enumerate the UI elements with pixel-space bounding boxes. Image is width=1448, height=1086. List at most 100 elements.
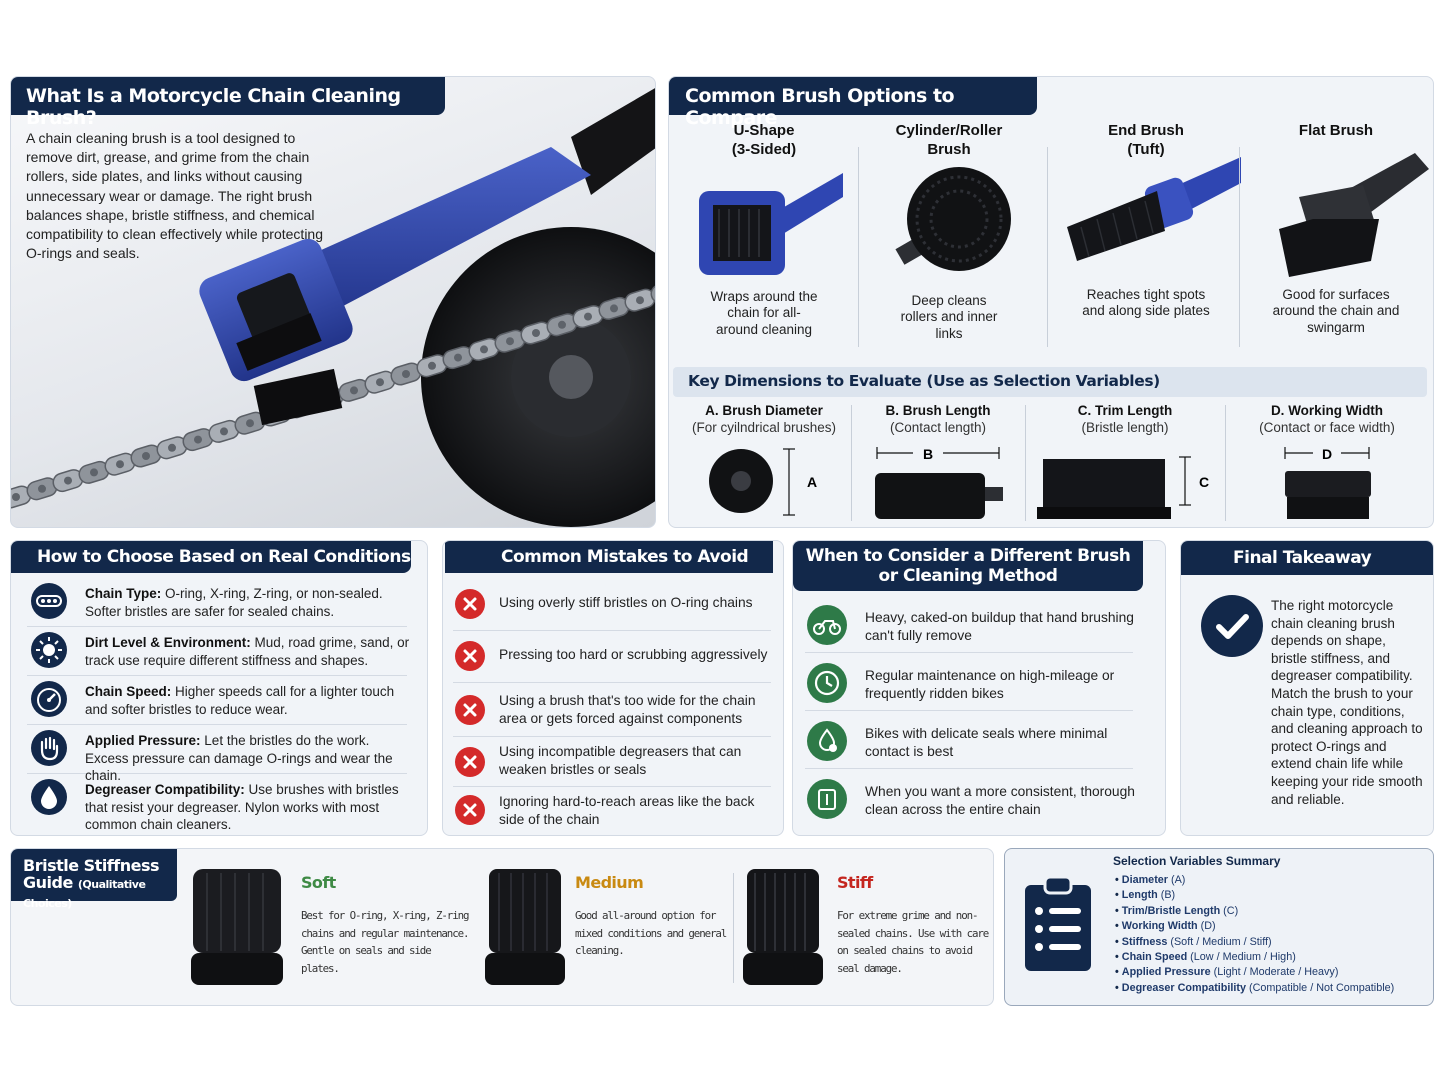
condition-desc: Higher speeds call for a lighter touch a… bbox=[85, 684, 395, 717]
condition-desc: O-ring, X-ring, Z-ring, or non-sealed. S… bbox=[85, 586, 383, 619]
dirt-icon bbox=[31, 632, 67, 668]
chain-icon bbox=[31, 583, 67, 619]
stiffness-stiff: Stiff For extreme grime and non-sealed c… bbox=[741, 849, 993, 1005]
option-desc: Wraps around the chain for all-around cl… bbox=[710, 289, 818, 337]
condition-label: Dirt Level & Environment: bbox=[85, 635, 251, 650]
dimension-name: A. Brush Diameter bbox=[705, 403, 823, 418]
alternatives-panel: When to Consider a Different Brush or Cl… bbox=[792, 540, 1166, 836]
stiffness-name: Medium bbox=[575, 873, 644, 892]
chain-pin bbox=[142, 452, 150, 460]
stiff-brush-icon bbox=[743, 869, 823, 985]
summary-item: Diameter (A) bbox=[1115, 873, 1394, 888]
chain-pin bbox=[428, 361, 436, 370]
consistency-icon bbox=[807, 779, 847, 819]
condition-label: Degreaser Compatibility: bbox=[85, 782, 245, 797]
stiffness-title-sub: (Qualitative Choices) bbox=[23, 878, 146, 910]
divider bbox=[1225, 405, 1226, 521]
cylinder-brush-icon bbox=[895, 167, 1011, 271]
end-brush-icon bbox=[1067, 157, 1241, 261]
chain-pin bbox=[168, 443, 176, 452]
alternatives-title: When to Consider a Different Brush or Cl… bbox=[793, 541, 1143, 591]
condition-label: Chain Speed: bbox=[85, 684, 172, 699]
medium-brush-icon bbox=[485, 869, 565, 985]
dimension-letter: A bbox=[807, 474, 817, 490]
diameter-diagram-icon: A bbox=[709, 448, 817, 516]
condition-item: Applied Pressure: Let the bristles do th… bbox=[27, 726, 407, 783]
speedometer-icon bbox=[31, 681, 67, 717]
summary-panel: Selection Variables Summary Diameter (A)… bbox=[1004, 848, 1434, 1006]
dimension-sub: (Bristle length) bbox=[1081, 420, 1169, 435]
condition-item: Chain Speed: Higher speeds call for a li… bbox=[27, 677, 407, 725]
summary-item: Length (B) bbox=[1115, 888, 1394, 903]
chain-pin bbox=[506, 337, 514, 346]
mistake-item: Using overly stiff bristles on O-ring ch… bbox=[453, 579, 771, 631]
condition-item: Dirt Level & Environment: Mud, road grim… bbox=[27, 628, 409, 676]
mistake-text: Using overly stiff bristles on O-ring ch… bbox=[499, 595, 753, 610]
conditions-title: How to Choose Based on Real Conditions bbox=[11, 541, 411, 573]
dimension-sub: (Contact or face width) bbox=[1259, 420, 1395, 435]
stiffness-panel: Bristle Stiffness Guide (Qualitative Cho… bbox=[10, 848, 994, 1006]
x-mark-icon bbox=[455, 695, 485, 725]
condition-text: Dirt Level & Environment: Mud, road grim… bbox=[85, 634, 415, 669]
divider bbox=[1047, 147, 1048, 347]
option-desc: Reaches tight spots and along side plate… bbox=[1082, 287, 1210, 319]
summary-item: Trim/Bristle Length (C) bbox=[1115, 904, 1394, 919]
chain-pin bbox=[246, 419, 254, 428]
stiffness-soft: Soft Best for O-ring, X-ring, Z-ring cha… bbox=[187, 849, 487, 1005]
intro-panel: What Is a Motorcycle Chain Cleaning Brus… bbox=[10, 76, 656, 528]
alternative-item: Bikes with delicate seals where minimal … bbox=[805, 713, 1133, 769]
mistake-text: Ignoring hard-to-reach areas like the ba… bbox=[499, 794, 755, 827]
chain-brush-photo bbox=[11, 88, 655, 527]
condition-text: Applied Pressure: Let the bristles do th… bbox=[85, 732, 415, 785]
chain-pin bbox=[12, 493, 20, 501]
chain-pin bbox=[90, 468, 98, 477]
takeaway-text: The right motorcycle chain cleaning brus… bbox=[1271, 598, 1423, 807]
drop-icon bbox=[31, 779, 67, 815]
chain-pin bbox=[636, 296, 644, 305]
mistake-text: Using incompatible degreasers that can w… bbox=[499, 744, 742, 777]
option-flat-brush: Flat Brush Good for surfaces around the … bbox=[1243, 121, 1429, 351]
mistake-item: Pressing too hard or scrubbing aggressiv… bbox=[453, 631, 771, 683]
condition-text: Chain Type: O-ring, X-ring, Z-ring, or n… bbox=[85, 585, 415, 620]
clock-icon bbox=[807, 663, 847, 703]
chain-pin bbox=[454, 353, 462, 362]
option-name: Flat Brush bbox=[1298, 122, 1374, 139]
mistakes-title: Common Mistakes to Avoid bbox=[445, 541, 773, 573]
stiffness-name: Soft bbox=[301, 873, 336, 892]
mistake-item: Using a brush that's too wide for the ch… bbox=[453, 683, 771, 737]
brush-options-panel: Common Brush Options to Compare U-Shape … bbox=[668, 76, 1434, 528]
condition-label: Chain Type: bbox=[85, 586, 162, 601]
option-desc: Deep cleans rollers and inner links bbox=[900, 293, 998, 341]
chain-pin bbox=[402, 370, 410, 378]
intro-text: A chain cleaning brush is a tool designe… bbox=[26, 130, 324, 262]
x-mark-icon bbox=[455, 641, 485, 671]
alternative-text: Heavy, caked-on buildup that hand brushi… bbox=[865, 610, 1134, 643]
stiffness-desc: Good all-around option for mixed conditi… bbox=[575, 909, 727, 957]
dimension-sub: (For cyilndrical brushes) bbox=[691, 420, 837, 435]
condition-item: Chain Type: O-ring, X-ring, Z-ring, or n… bbox=[27, 579, 407, 627]
flat-brush-icon bbox=[1279, 153, 1429, 277]
trim-diagram-icon: C bbox=[1037, 456, 1209, 519]
mistake-item: Ignoring hard-to-reach areas like the ba… bbox=[453, 787, 771, 835]
alternative-text: Bikes with delicate seals where minimal … bbox=[865, 726, 1108, 759]
x-mark-icon bbox=[455, 747, 485, 777]
divider bbox=[851, 405, 852, 521]
stiffness-desc: Best for O-ring, X-ring, Z-ring chains a… bbox=[301, 909, 470, 975]
brush-options-title: Common Brush Options to Compare bbox=[669, 77, 1037, 129]
chain-pin bbox=[610, 304, 618, 313]
clipboard-icon bbox=[1025, 875, 1091, 971]
intro-title: What Is a Motorcycle Chain Cleaning Brus… bbox=[11, 77, 445, 129]
chain-pin bbox=[584, 312, 592, 321]
summary-item: Degreaser Compatibility (Compatible / No… bbox=[1115, 981, 1394, 996]
dimension-trim: C. Trim Length (Bristle length) C bbox=[1027, 403, 1223, 523]
stiffness-name: Stiff bbox=[837, 873, 873, 892]
soft-brush-icon bbox=[191, 869, 283, 985]
u-shape-brush-icon bbox=[699, 173, 843, 275]
dimension-name: B. Brush Length bbox=[885, 403, 991, 418]
takeaway-title: Final Takeaway bbox=[1181, 541, 1433, 575]
condition-desc: Mud, road grime, sand, or track use requ… bbox=[85, 635, 410, 668]
conditions-panel: How to Choose Based on Real Conditions C… bbox=[10, 540, 428, 836]
x-mark-icon bbox=[455, 589, 485, 619]
chain-pin bbox=[38, 484, 46, 493]
stiffness-title-line1: Bristle Stiffness bbox=[23, 856, 160, 875]
